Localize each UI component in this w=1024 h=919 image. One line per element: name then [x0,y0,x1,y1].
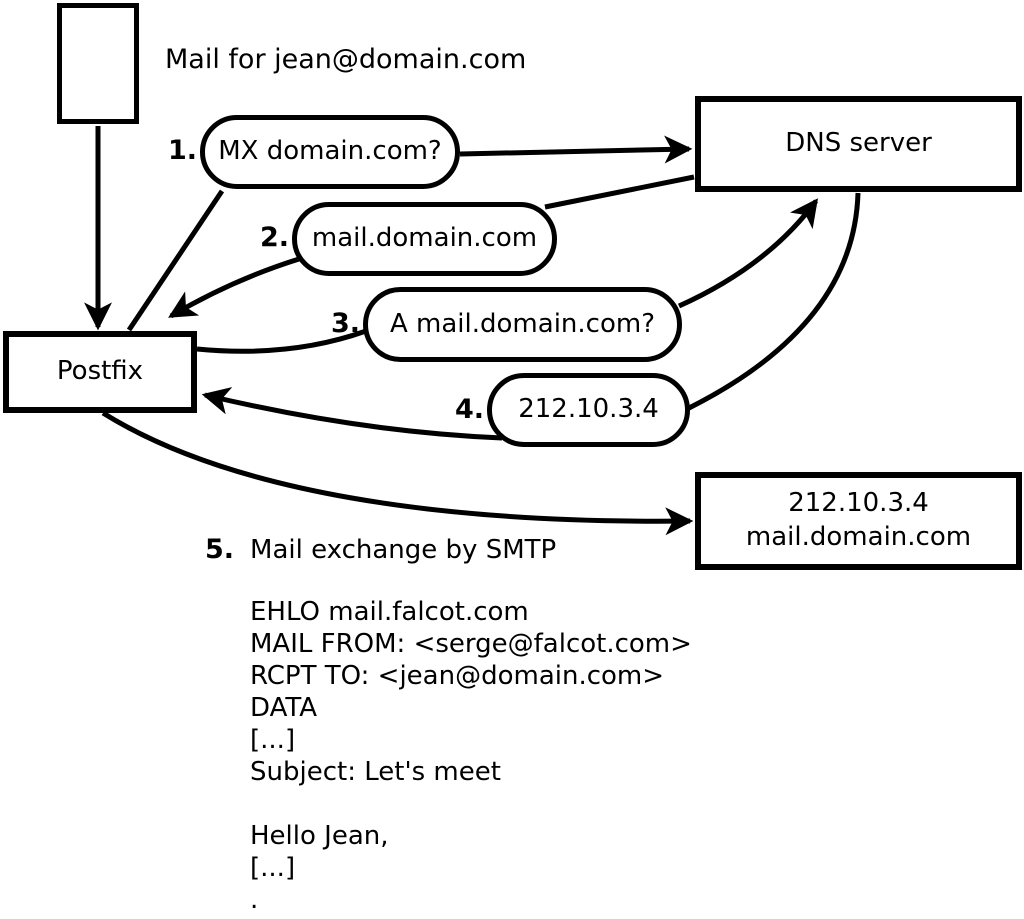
connector-postfix-to-query-mx [126,189,225,332]
arrow-reply-mx-to-postfix [168,256,300,319]
mailserver-hostname: mail.domain.com [745,522,972,552]
pill-query-mx: MX domain.com? [200,115,460,189]
dns-server-node: DNS server [695,96,1022,192]
pill-query-mx-label: MX domain.com? [218,136,442,167]
postfix-label: Postfix [56,356,144,387]
connector-dns-to-reply-mx [544,174,695,210]
pill-reply-mx: mail.domain.com [292,202,557,276]
connector-dns-to-reply-a [687,192,861,411]
pill-reply-a: 212.10.3.4 [487,373,690,447]
pill-reply-a-label: 212.10.3.4 [518,394,659,425]
step-4-number: 4. [454,394,484,425]
step-3-number: 3. [330,308,360,339]
step-5-number: 5. [205,534,235,565]
step-5-label: Mail exchange by SMTP [250,535,557,565]
postfix-node: Postfix [3,331,197,413]
step-5-caption: 5. Mail exchange by SMTP [205,534,556,565]
mailserver-node: 212.10.3.4 mail.domain.com [695,472,1022,570]
arrow-query-mx-to-dns [459,135,693,164]
mailserver-ip: 212.10.3.4 [788,488,929,519]
pill-query-a: A mail.domain.com? [363,287,682,362]
arrow-postfix-to-mailserver [101,410,694,536]
connector-postfix-to-query-a [196,328,367,354]
arrow-reply-a-to-postfix [201,387,503,441]
arrow-query-a-to-dns [677,198,819,309]
envelope-icon [57,3,139,124]
mail-for-label: Mail for jean@domain.com [165,44,527,75]
step-1-number: 1. [167,135,197,166]
dns-server-label: DNS server [785,128,932,159]
step-2-number: 2. [259,222,289,253]
smtp-session-transcript: EHLO mail.falcot.com MAIL FROM: <serge@f… [250,597,692,915]
pill-query-a-label: A mail.domain.com? [390,308,655,339]
pill-reply-mx-label: mail.domain.com [311,223,538,254]
